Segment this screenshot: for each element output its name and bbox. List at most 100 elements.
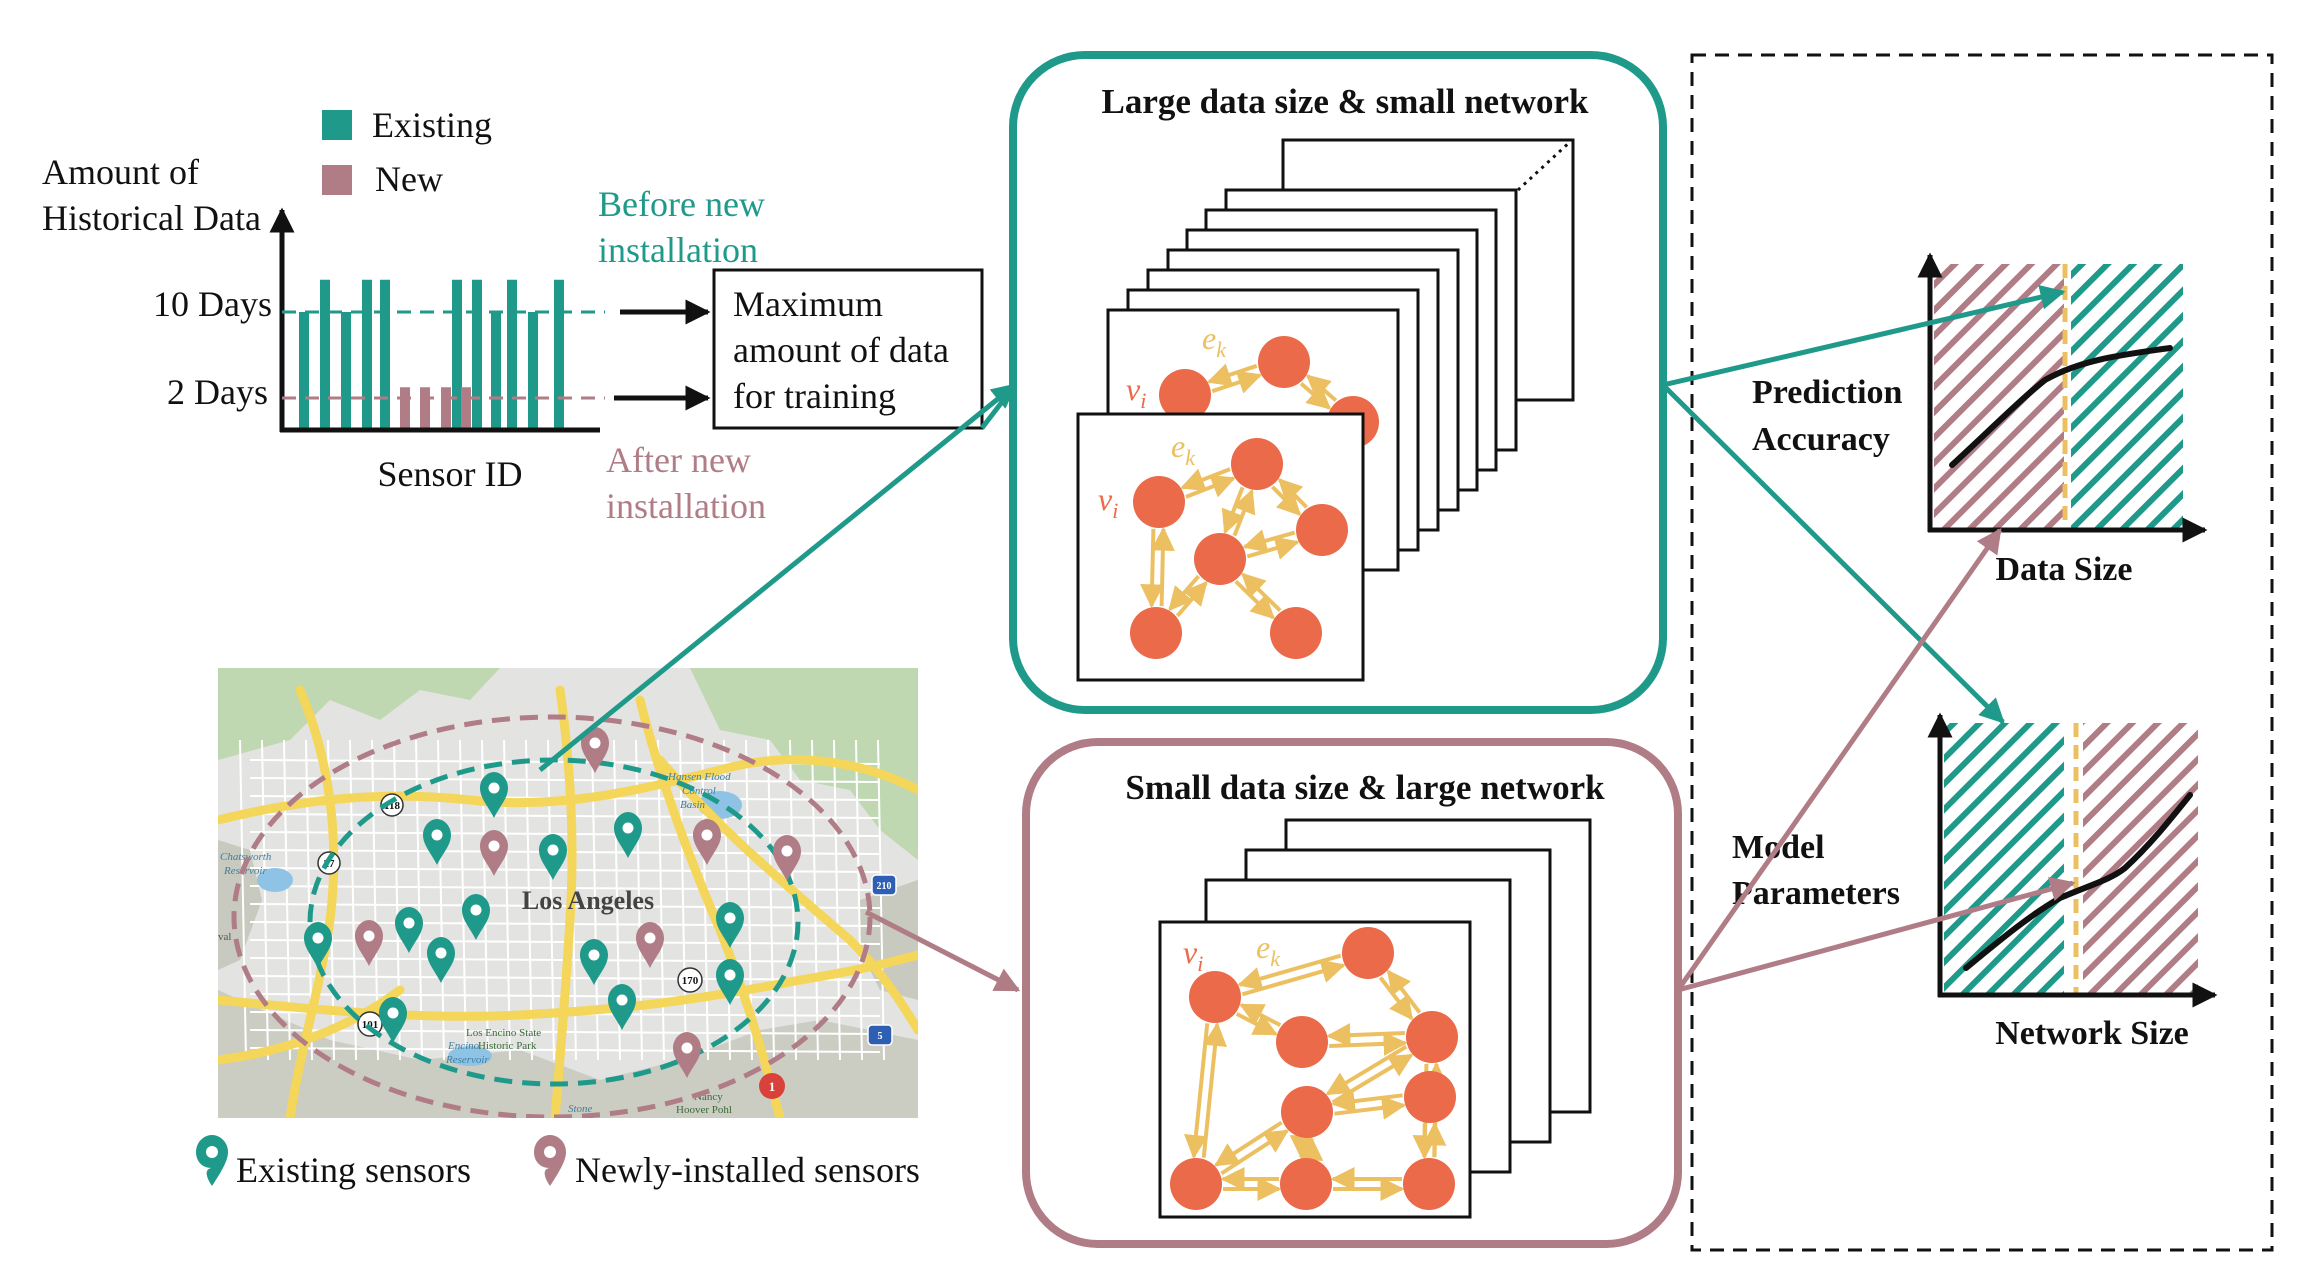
- graph-node: [1231, 438, 1283, 490]
- legend-existing-swatch: [322, 110, 352, 140]
- graph-edge: [1378, 976, 1414, 1021]
- shield-210: 210: [877, 881, 892, 892]
- label-hansen-3: Basin: [680, 799, 706, 811]
- graph-edge: [1140, 528, 1165, 609]
- label-encino-res-2: Reservoir: [445, 1054, 489, 1066]
- model-parameters-line2: Parameters: [1732, 875, 1900, 912]
- graph-node: [1270, 607, 1322, 659]
- existing-sensor-pin: [716, 959, 744, 1005]
- new-sensor-pin: [636, 922, 664, 968]
- graph-node: [1296, 504, 1348, 556]
- x-axis-label: Sensor ID: [378, 454, 523, 494]
- map: 118 27 101 170 210 5 1 Chatsworth Reserv…: [218, 668, 918, 1118]
- bar-existing: [554, 279, 564, 430]
- graph-edge: [1239, 1003, 1282, 1027]
- new-sensor-pin: [673, 1032, 701, 1078]
- existing-sensor-pin: [539, 834, 567, 880]
- y-tick-2-days: 2 Days: [167, 372, 268, 412]
- existing-sensor-pin: [395, 907, 423, 953]
- network-size-new-region: [2083, 723, 2198, 995]
- graph-edge: [1277, 478, 1309, 509]
- map-hills-north: [218, 668, 500, 760]
- bar-existing: [341, 312, 351, 430]
- network-size-curve: [1963, 792, 2193, 971]
- arrow-bottom-panel-to-network-chart: [1677, 876, 2076, 993]
- graph-edge: [1330, 1089, 1403, 1114]
- existing-sensor-pin: [379, 997, 407, 1043]
- graph-node: [1170, 1158, 1222, 1210]
- graph-node: [1403, 1158, 1455, 1210]
- map-marker-1: 1: [769, 1079, 776, 1094]
- bar-existing: [452, 279, 462, 430]
- graph-edge: [1237, 953, 1342, 991]
- bottom-panel-title: Small data size & large network: [1125, 768, 1605, 807]
- shield-27: 27: [324, 858, 336, 870]
- before-installation-line2: installation: [598, 230, 758, 270]
- street: [459, 739, 467, 1061]
- graph-node: [1280, 1158, 1332, 1210]
- max-data-line2: amount of data: [733, 330, 949, 370]
- graph-edge: [1211, 370, 1263, 394]
- existing-sensor-pin: [608, 984, 636, 1030]
- map-legend: Existing sensors Newly-installed sensors: [196, 1135, 920, 1190]
- map-hills-south: [218, 990, 918, 1118]
- label-encino-park-1: Los Encino State: [466, 1027, 541, 1039]
- graph-edge: [1326, 1023, 1405, 1048]
- graph-edge: [1175, 580, 1208, 618]
- right-panel: Data Size Network Size Prediction Accura…: [1661, 53, 2274, 1252]
- graph-node: [1159, 369, 1211, 421]
- existing-sensor-pin: [580, 939, 608, 985]
- chatsworth-reservoir: [257, 868, 293, 892]
- y-axis-label-line2: Historical Data: [42, 198, 261, 238]
- existing-sensor-pin: [423, 819, 451, 865]
- bar-new: [441, 387, 451, 430]
- new-sensor-pin: [693, 819, 721, 865]
- before-installation-line1: Before new: [598, 184, 765, 224]
- street: [525, 739, 533, 1061]
- graph-edge: [1246, 536, 1300, 560]
- graph-node: [1406, 1011, 1458, 1063]
- encino-reservoir: [448, 1046, 492, 1066]
- graph-node: [1404, 1071, 1456, 1123]
- graph-edge: [1305, 374, 1338, 403]
- network-size-existing-region: [1944, 723, 2064, 995]
- graph-node: [1189, 971, 1241, 1023]
- graph-node: [1130, 607, 1182, 659]
- graph-node: [1281, 1086, 1333, 1138]
- street: [249, 813, 881, 819]
- new-sensor-pin: [773, 835, 801, 881]
- existing-sensor-pin: [716, 902, 744, 948]
- graph-edge: [1206, 363, 1258, 387]
- data-size-label: Data Size: [1996, 551, 2133, 588]
- graph-edge: [1150, 526, 1175, 607]
- new-sensor-pin: [355, 920, 383, 966]
- street: [249, 885, 881, 891]
- data-size-existing-region: [2071, 264, 2183, 530]
- sensor-pins: [304, 727, 801, 1078]
- after-installation-line2: installation: [606, 486, 766, 526]
- data-size-new-region: [1934, 264, 2064, 530]
- street: [855, 739, 863, 1061]
- new-sensor-pin: [581, 727, 609, 773]
- bar-existing: [491, 312, 501, 430]
- network-size-label: Network Size: [1995, 1015, 2189, 1052]
- y-tick-10-days: 10 Days: [153, 284, 272, 324]
- street: [767, 739, 775, 1061]
- label-encino-park-2: Historic Park: [478, 1040, 537, 1052]
- bar-existing: [320, 279, 330, 430]
- graph-node: [1133, 476, 1185, 528]
- bar-chart: Existing New Amount of Historical Data 1…: [42, 105, 766, 526]
- top-panel-title: Large data size & small network: [1101, 82, 1589, 121]
- bar-new: [400, 387, 410, 430]
- street: [679, 739, 687, 1061]
- params-vs-network-size-chart: Network Size: [1927, 712, 2218, 1052]
- graph-edge: [1232, 488, 1256, 537]
- graph-edge: [1220, 1129, 1290, 1176]
- legend-new-pin: [534, 1135, 566, 1186]
- street: [249, 921, 881, 927]
- street: [547, 739, 555, 1061]
